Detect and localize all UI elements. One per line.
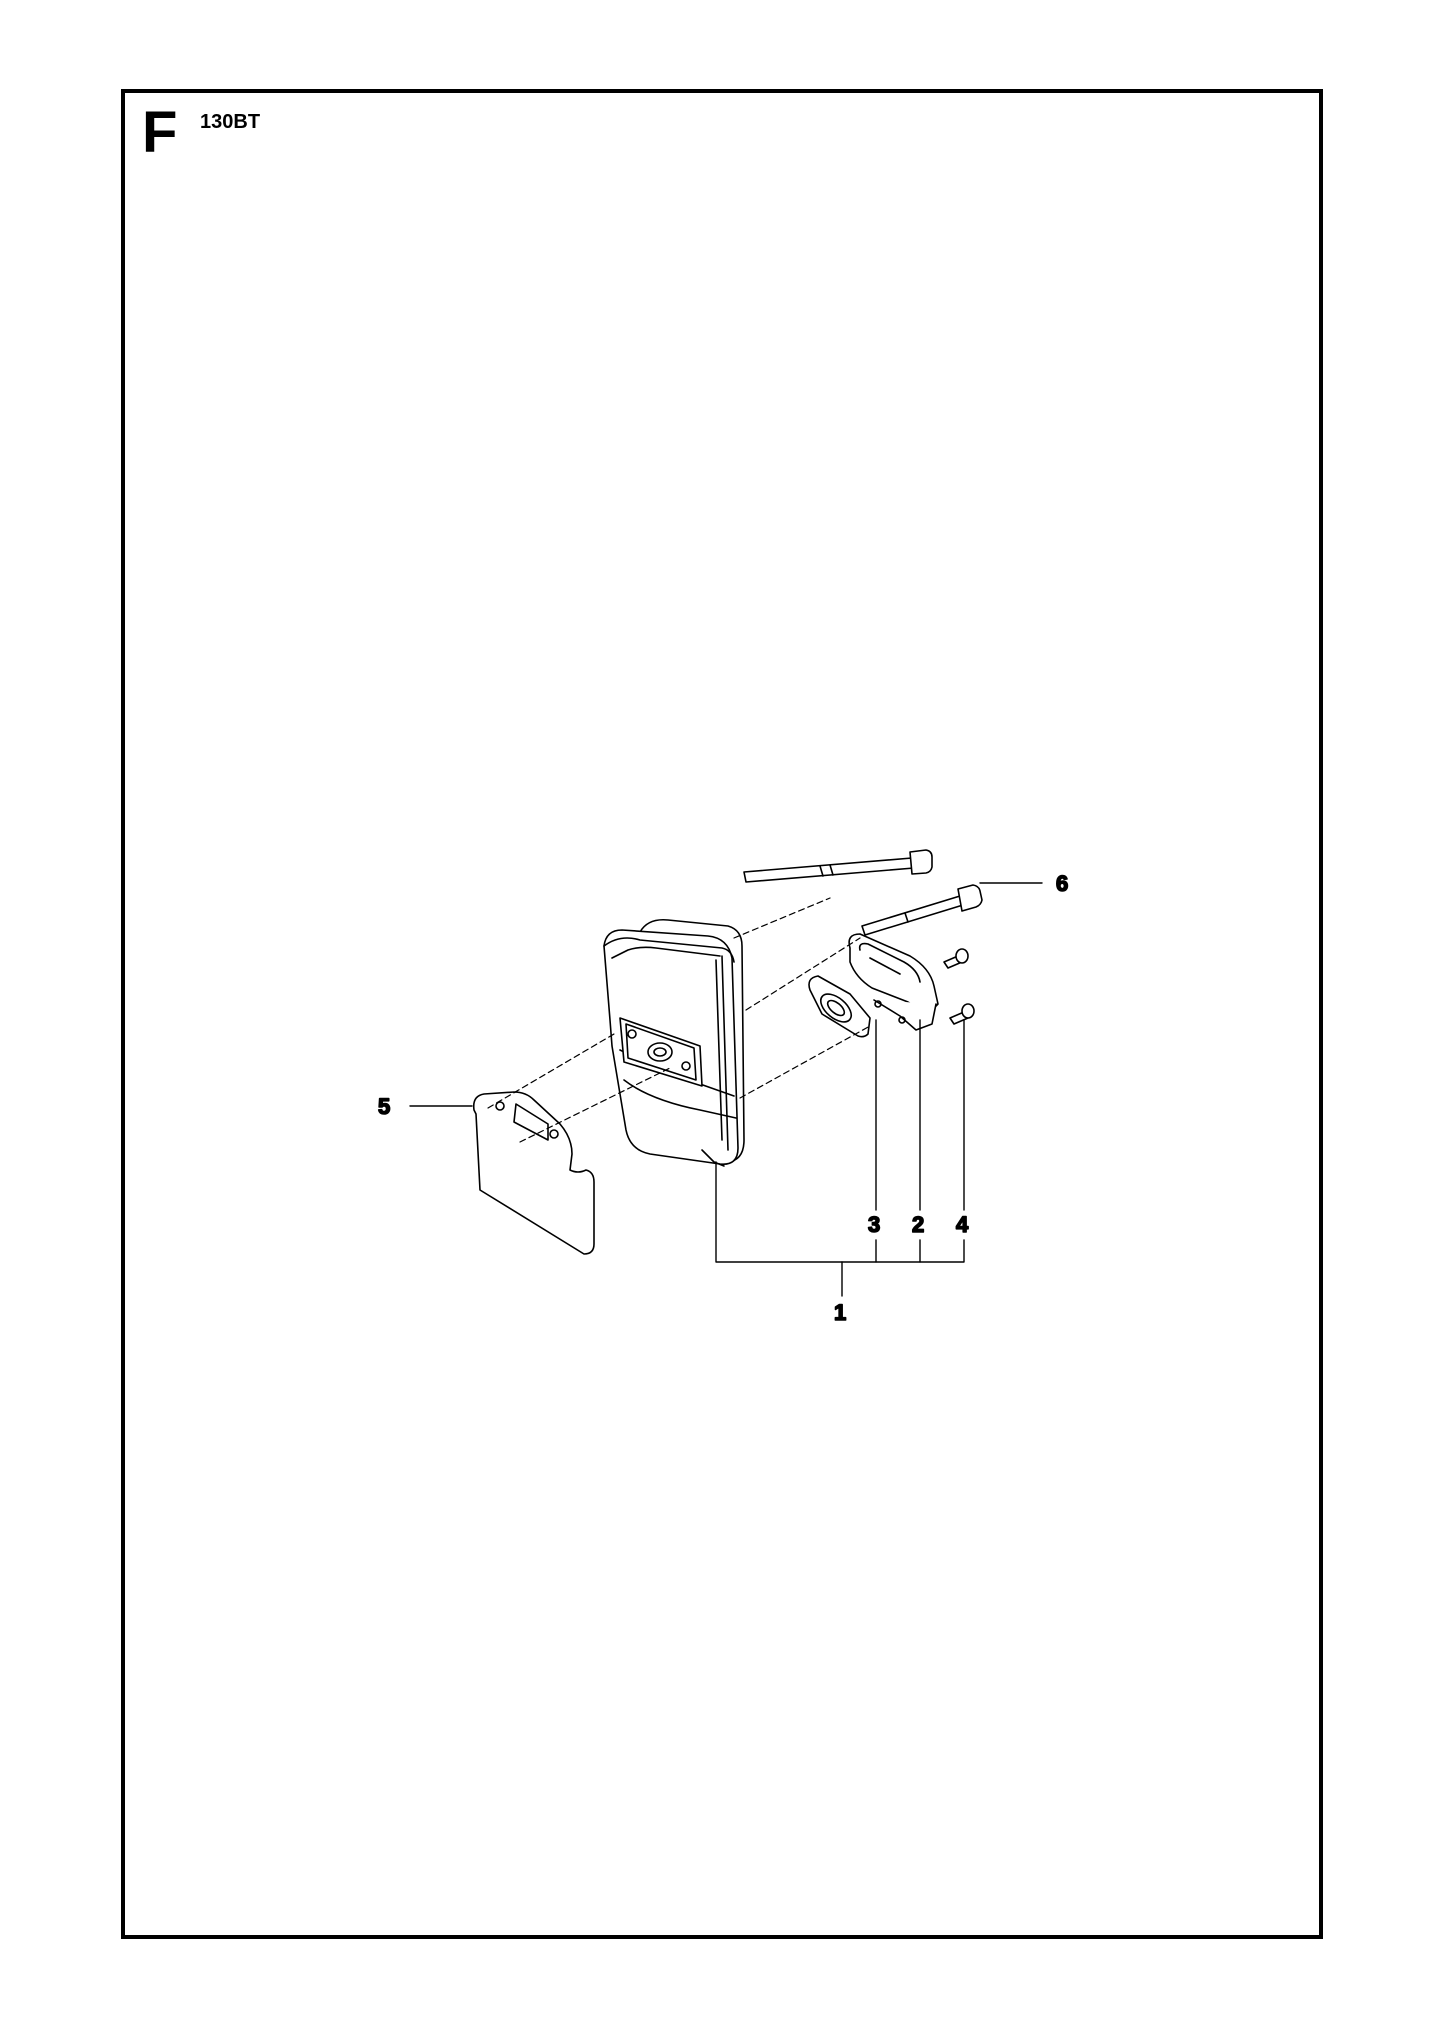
leader-lines — [409, 882, 1043, 1297]
bolt-lower — [861, 884, 983, 936]
bracket — [848, 933, 939, 1031]
muffler-body — [603, 918, 745, 1167]
callout-6: 6 — [1056, 871, 1068, 896]
model-number: 130BT — [200, 111, 261, 133]
callout-1: 1 — [834, 1300, 846, 1325]
screw-upper — [943, 948, 969, 969]
assembly-lines — [487, 897, 871, 1143]
section-letter: F — [142, 100, 178, 165]
callout-4: 4 — [956, 1212, 969, 1237]
bolt-upper — [743, 849, 933, 883]
callout-5: 5 — [378, 1094, 390, 1119]
callout-3: 3 — [868, 1212, 880, 1237]
page-frame — [121, 89, 1323, 1939]
screw-lower — [949, 1003, 975, 1025]
deflector-plate — [808, 975, 871, 1038]
gasket — [472, 1091, 595, 1255]
callout-2: 2 — [912, 1212, 924, 1237]
